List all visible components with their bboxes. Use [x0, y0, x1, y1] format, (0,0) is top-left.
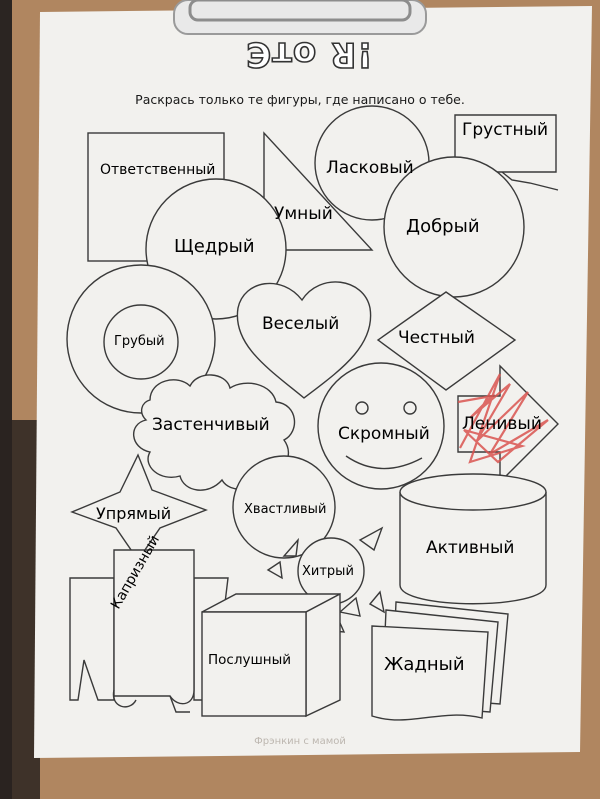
word-sad: Грустный [462, 120, 549, 140]
word-modest: Скромный [338, 424, 430, 444]
word-generous: Щедрый [174, 236, 255, 257]
word-boastful: Хвастливый [244, 502, 327, 517]
clipboard-clip [173, 0, 427, 35]
worksheet-instruction: Раскрась только те фигуры, где написано … [135, 92, 465, 107]
shape-honest-diamond [376, 291, 517, 391]
clipboard-clip-slot [188, 0, 412, 22]
word-good: Добрый [406, 216, 480, 237]
shape-rude-ring-inner [103, 304, 179, 380]
shape-obedient-cube-front [201, 611, 307, 717]
word-shy: Застенчивый [152, 415, 270, 435]
worksheet-footer: Фрэнкин с мамой [254, 736, 346, 747]
word-smart: Умный [274, 204, 333, 224]
smiley-eye-right [403, 401, 417, 415]
word-responsible: Ответственный [100, 162, 216, 178]
shape-active-cylinder [399, 492, 547, 605]
shape-cheerful-heart [236, 281, 372, 399]
word-rude: Грубый [114, 334, 165, 349]
shape-capricious-banner [69, 577, 115, 701]
word-active: Активный [426, 538, 515, 558]
word-greedy: Жадный [384, 654, 465, 675]
lazy-red-scribble [457, 373, 549, 464]
shape-active-cylinder-top [399, 473, 547, 511]
word-obedient: Послушный [208, 652, 292, 668]
shape-greedy-paper-front [371, 625, 489, 721]
worksheet-title: Это Я! [245, 33, 374, 75]
shape-boastful-circle [232, 455, 336, 559]
smiley-eye-left [355, 401, 369, 415]
word-stubborn: Упрямый [96, 504, 172, 523]
shape-rude-ring-outer [66, 264, 216, 414]
word-sly: Хитрый [302, 564, 354, 579]
shape-obedient-cube-side [305, 592, 341, 718]
clipboard-shadow [0, 420, 40, 799]
word-honest: Честный [398, 328, 475, 348]
word-cheerful: Веселый [262, 314, 340, 334]
word-lazy: Ленивый [462, 414, 542, 434]
word-affectionate: Ласковый [326, 158, 414, 178]
smiley-mouth [345, 455, 423, 470]
shape-sad-flag [454, 114, 557, 190]
shape-smart-triangle [263, 131, 374, 251]
